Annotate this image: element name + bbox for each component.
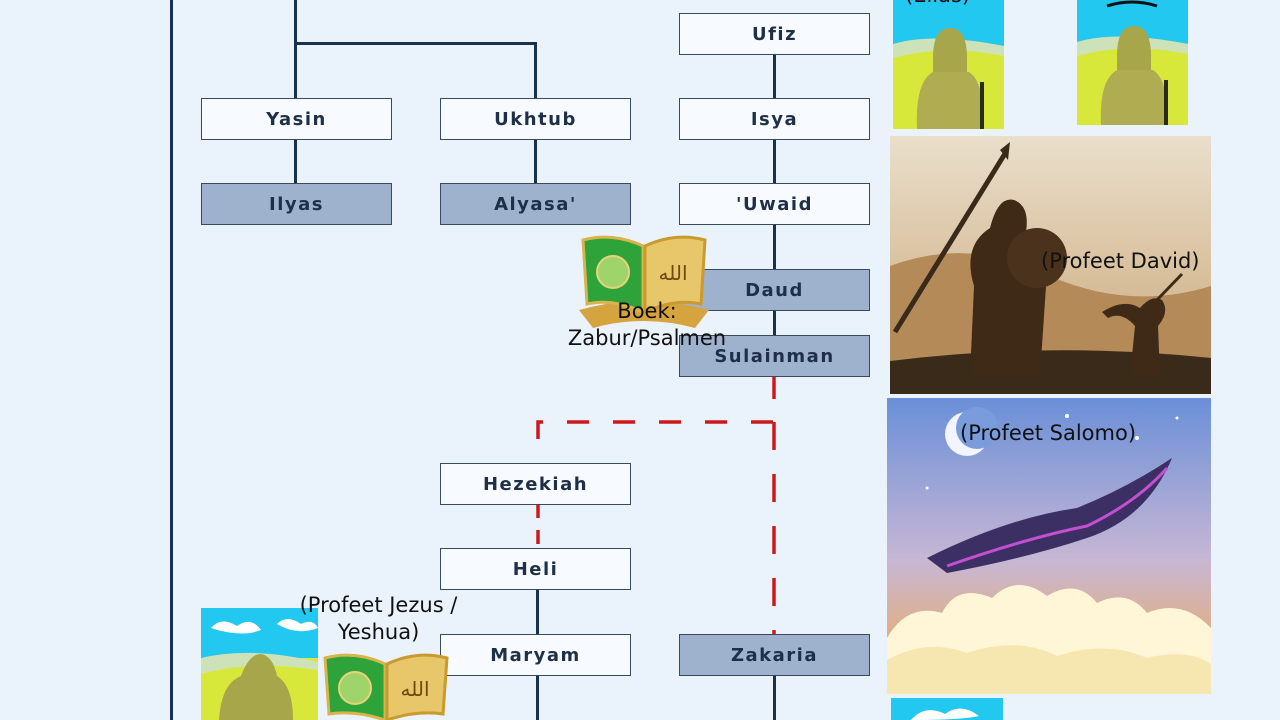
connector-isya-uwaid: [773, 139, 776, 184]
node-isya: Isya: [679, 98, 870, 140]
connector-yasin-ukhtub: [294, 42, 537, 45]
prophet-silhouette-jezus: [201, 608, 318, 720]
zabur-book-image: الله: [573, 230, 715, 330]
node-yasin: Yasin: [201, 98, 392, 140]
book-calligraphy: الله: [401, 677, 430, 701]
trunk-line: [170, 0, 173, 720]
node-daud: Daud: [679, 269, 870, 311]
caption-jezus: (Profeet Jezus / Yeshua): [299, 593, 458, 645]
node-ufiz: Ufiz: [679, 13, 870, 55]
quran-book-icon: الله: [579, 235, 709, 328]
connector-maryam-down: [536, 675, 539, 720]
connector-ukhtub-alyasa: [534, 139, 537, 184]
prophet-silhouette-elias: [893, 0, 1004, 129]
connector-zakaria-down: [773, 675, 776, 720]
caption-elias: (Elias): [905, 0, 970, 9]
connector-daud-sulainman: [773, 310, 776, 336]
salomo-magic-carpet-image: [887, 398, 1211, 694]
connector-yasin-up: [294, 0, 297, 99]
magic-carpet-icon: [927, 458, 1172, 573]
node-alyasa: Alyasa': [440, 183, 631, 225]
prophet-silhouette-2: [1077, 0, 1188, 125]
connector-heli-maryam: [536, 589, 539, 635]
prophet-silhouette-icon: [201, 608, 318, 720]
book-calligraphy: الله: [659, 261, 688, 285]
node-hezekiah: Hezekiah: [440, 463, 631, 505]
node-ukhtub: Ukhtub: [440, 98, 631, 140]
caption-book: Boek: Zabur/Psalmen: [567, 299, 727, 351]
prophet-silhouette-icon: [1077, 0, 1188, 125]
node-ilyas: Ilyas: [201, 183, 392, 225]
quran-book-icon: الله: [323, 653, 449, 720]
node-heli: Heli: [440, 548, 631, 590]
node-sulainman: Sulainman: [679, 335, 870, 377]
connector-ukhtub-up: [534, 42, 537, 99]
partial-sky-image: [891, 698, 1003, 720]
caption-salomo: (Profeet Salomo): [960, 421, 1137, 445]
prophet-silhouette-icon: [893, 0, 1004, 129]
node-uwaid: 'Uwaid: [679, 183, 870, 225]
caption-david: (Profeet David): [1041, 249, 1200, 273]
connector-uwaid-daud: [773, 224, 776, 270]
connector-yasin-ilyas: [294, 139, 297, 184]
spear-icon: [892, 150, 1009, 334]
node-zakaria: Zakaria: [679, 634, 870, 676]
book-image-bottom: الله: [315, 648, 457, 720]
connector-ufiz-isya: [773, 54, 776, 99]
david-goliath-image: [890, 136, 1211, 394]
